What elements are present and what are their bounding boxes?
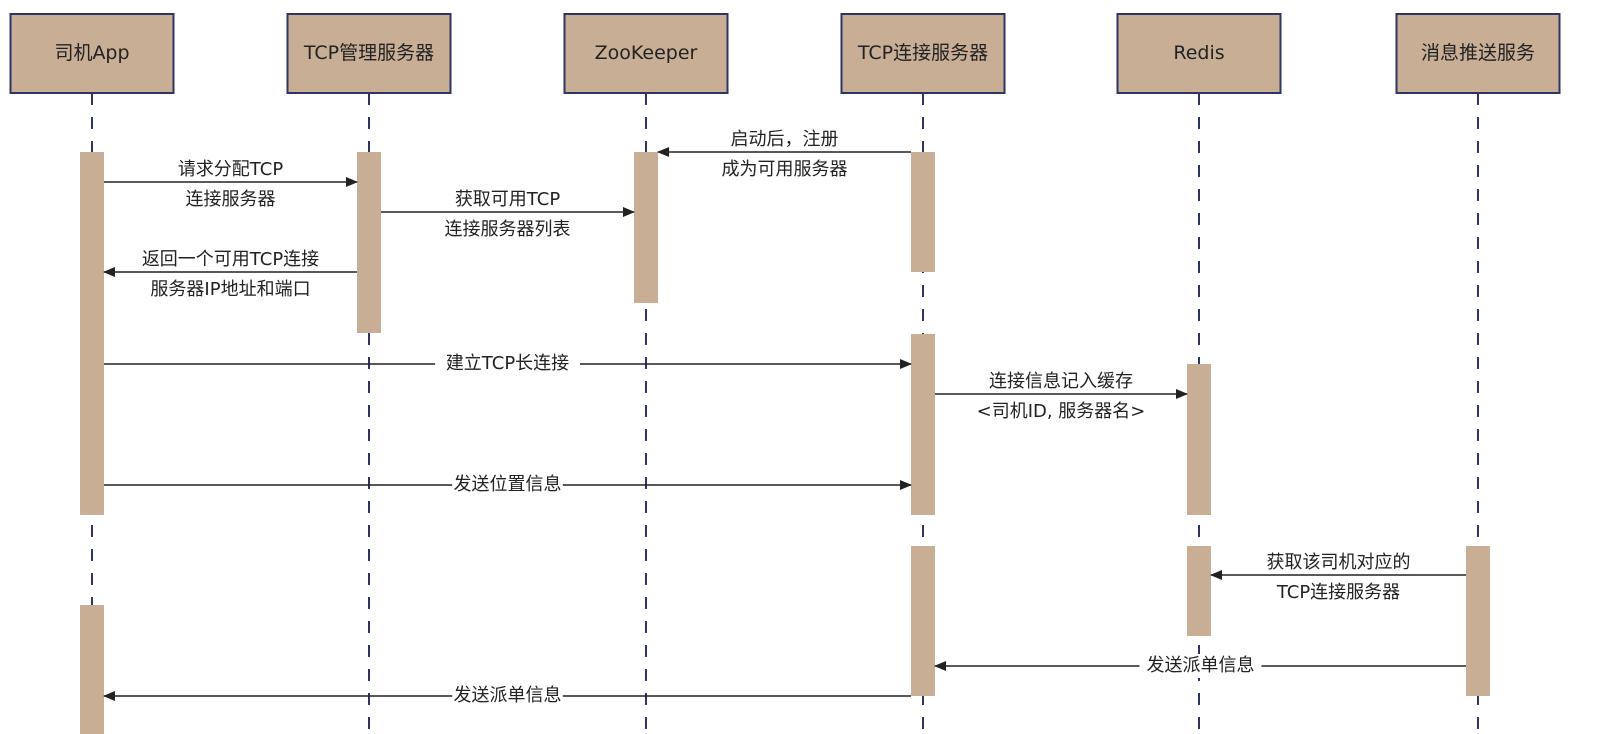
message-label: 成为可用服务器 [722, 159, 848, 180]
label-background [435, 353, 580, 375]
message-label: 发送派单信息 [454, 685, 562, 706]
actor-tcpmgr: TCP管理服务器 [286, 13, 452, 94]
actor-app: 司机App [9, 13, 175, 94]
activation-bar-redis [1187, 546, 1211, 636]
label-background [954, 401, 1168, 423]
message-label: 连接服务器 [186, 189, 276, 210]
activation-bar-tcpmgr [357, 152, 381, 333]
message-7: 发送位置信息 [104, 474, 912, 496]
actor-label: ZooKeeper [595, 42, 698, 64]
label-background [141, 279, 320, 301]
message-3: 获取可用TCP 连接服务器列表 [381, 189, 635, 241]
message-label: 连接信息记入缓存 [989, 371, 1133, 392]
label-background [1266, 552, 1411, 574]
label-background [132, 249, 329, 271]
message-8: 获取该司机对应的 TCP连接服务器 [1210, 552, 1466, 604]
message-label: 启动后，注册 [731, 129, 839, 150]
actor-box [1395, 13, 1561, 94]
message-5: 建立TCP长连接 [104, 353, 912, 375]
label-background [452, 474, 563, 496]
message-label: <司机ID, 服务器名> [977, 401, 1146, 422]
label-background [443, 189, 572, 211]
message-10: 发送派单信息 [103, 685, 911, 707]
label-background [166, 159, 295, 181]
label-background [183, 189, 278, 211]
message-label: 发送位置信息 [454, 474, 562, 495]
label-background [443, 219, 572, 241]
message-label: 发送派单信息 [1147, 655, 1255, 676]
message-label: 获取该司机对应的 [1267, 552, 1411, 573]
message-label: 获取可用TCP [455, 189, 561, 210]
actor-tcpconn: TCP连接服务器 [840, 13, 1006, 94]
activation-bar-app [80, 152, 104, 515]
actor-label: TCP连接服务器 [857, 42, 988, 64]
message-label: TCP连接服务器 [1276, 582, 1400, 603]
actor-label: 消息推送服务 [1421, 42, 1535, 64]
activation-bar-zk [634, 152, 658, 303]
actor-box [840, 13, 1006, 94]
message-label: 连接服务器列表 [445, 219, 571, 240]
actor-zk: ZooKeeper [563, 13, 729, 94]
actor-label: Redis [1173, 42, 1224, 64]
message-9: 发送派单信息 [934, 654, 1466, 678]
message-label: 返回一个可用TCP连接 [142, 249, 319, 270]
label-background [720, 159, 849, 181]
actor-box [563, 13, 729, 94]
actor-redis: Redis [1116, 13, 1282, 94]
activation-bar-push [1466, 546, 1490, 696]
actor-box [9, 13, 175, 94]
label-background [988, 371, 1134, 393]
actor-box [1116, 13, 1282, 94]
message-2: 请求分配TCP 连接服务器 [104, 159, 358, 211]
actor-label: 司机App [54, 42, 129, 64]
activation-bar-tcpconn [911, 152, 935, 272]
label-background [452, 685, 563, 707]
label-background [1266, 582, 1411, 604]
activation-bar-app [80, 605, 104, 734]
label-background [729, 129, 840, 151]
activation-bar-tcpconn [911, 334, 935, 515]
actor-box [286, 13, 452, 94]
label-background [1139, 654, 1262, 678]
activation-bar-tcpconn [911, 546, 935, 696]
message-label: 建立TCP长连接 [446, 353, 569, 374]
actor-label: TCP管理服务器 [303, 42, 434, 64]
message-6: 连接信息记入缓存 <司机ID, 服务器名> [935, 371, 1188, 423]
message-label: 服务器IP地址和端口 [150, 279, 310, 300]
activation-bar-redis [1187, 364, 1211, 515]
message-label: 请求分配TCP [178, 159, 284, 180]
actor-push: 消息推送服务 [1395, 13, 1561, 94]
